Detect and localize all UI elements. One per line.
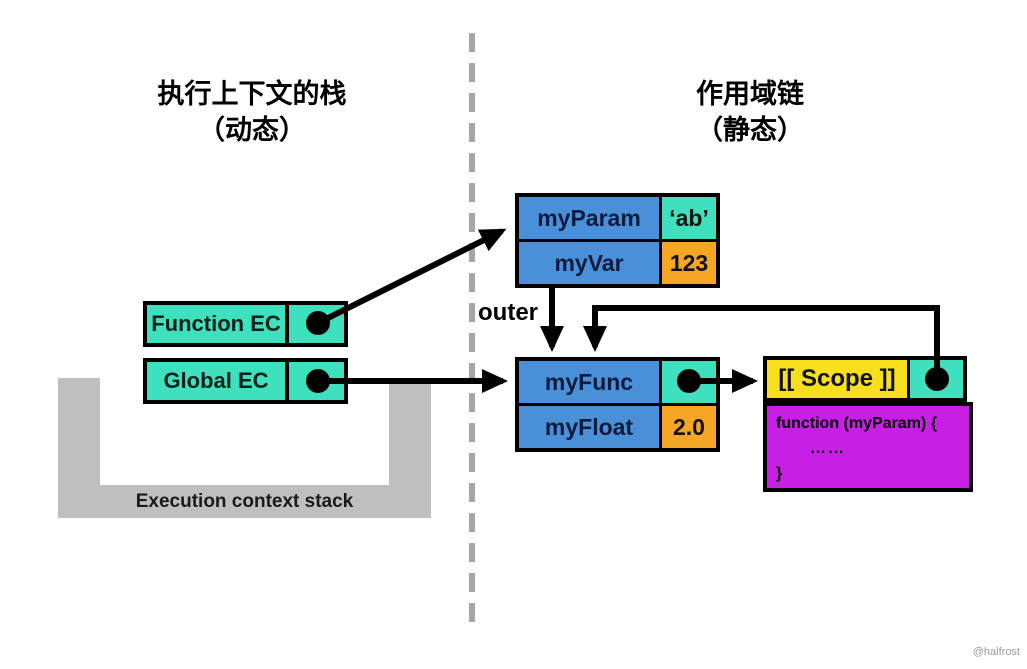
global-ec-box: Global EC [143,358,348,404]
global-ec-pointer-cell [289,362,344,400]
var-value-myparam: ‘ab’ [662,197,716,239]
right-column-title: 作用域链 （静态） [598,76,902,148]
stack-container-bottom: Execution context stack [58,485,431,518]
function-variables-table: myFunc myFloat 2.0 [515,357,720,452]
scope-box: [[ Scope ]] [763,356,967,402]
left-title-line2: （动态） [198,115,306,145]
myfunc-pointer-cell [662,361,716,403]
outer-label: outer [478,299,538,326]
function-body-box: function (myParam) { …… } [763,402,973,492]
var-name-myfloat: myFloat [519,406,659,448]
variables-table: myParam ‘ab’ myVar 123 [515,193,720,288]
function-code-line1: function (myParam) { [776,415,937,432]
scope-label: [[ Scope ]] [767,360,907,398]
var-name-myparam: myParam [519,197,659,239]
global-ec-label: Global EC [147,362,285,400]
left-title-line1: 执行上下文的栈 [157,79,347,109]
var-name-myfunc: myFunc [519,361,659,403]
watermark: @halfrost [972,646,1020,658]
var-value-myfloat: 2.0 [662,406,716,448]
right-title-line1: 作用域链 [696,79,804,109]
var-value-myvar: 123 [662,242,716,284]
dashed-divider-line [469,33,475,627]
function-code-line3: } [776,465,783,482]
var-name-myvar: myVar [519,242,659,284]
function-ec-pointer-cell [289,305,344,343]
function-ec-box: Function EC [143,301,348,347]
function-ec-label: Function EC [147,305,285,343]
stack-container-label: Execution context stack [135,490,354,512]
left-column-title: 执行上下文的栈 （动态） [100,76,404,148]
function-code-line2: …… [810,440,846,457]
scope-pointer-cell [910,360,963,398]
right-title-line2: （静态） [696,115,804,145]
